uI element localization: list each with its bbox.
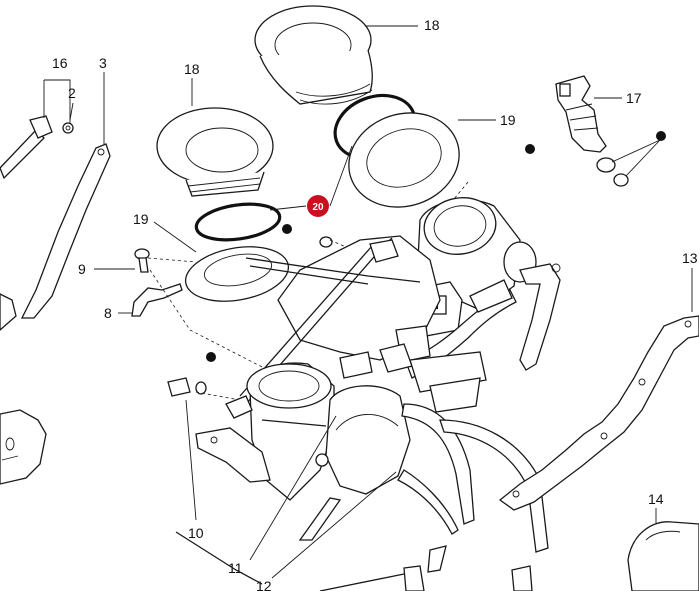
- label-16: 16: [52, 55, 68, 71]
- label-12: 12: [256, 578, 272, 591]
- leader-20-lower: [269, 205, 307, 211]
- part-14-cover: [627, 521, 699, 591]
- leader-10: [185, 399, 197, 521]
- label-19-lower: 19: [133, 211, 149, 227]
- label-3: 3: [99, 55, 107, 71]
- label-14: 14: [648, 491, 664, 507]
- bullet-mark: [282, 224, 292, 234]
- air-funnel-left: [156, 107, 274, 197]
- leader-19-lower: [153, 221, 197, 253]
- label-19-upper: 19: [500, 112, 516, 128]
- screw-9: [134, 248, 150, 273]
- leader-20-upper: [329, 145, 353, 207]
- clip-8: [131, 283, 183, 317]
- label-9: 9: [78, 261, 86, 277]
- o-ring-lower: [194, 202, 282, 242]
- mount-edge: [175, 531, 263, 585]
- bullet-mark: [206, 352, 216, 362]
- left-edge-part: [0, 409, 47, 485]
- label-20[interactable]: 20: [312, 202, 324, 213]
- label-11: 11: [228, 560, 243, 576]
- linkage-rod-assembly: [0, 115, 111, 331]
- bullet-mark: [525, 144, 535, 154]
- ref-line: [195, 391, 241, 401]
- ref-line: [147, 257, 197, 263]
- label-18-upper: 18: [424, 17, 440, 33]
- frame-bracket-13: [498, 315, 699, 511]
- label-8: 8: [104, 305, 112, 321]
- ref-line: [149, 269, 269, 371]
- bullet-mark: [656, 131, 666, 141]
- leader-12: [271, 471, 397, 579]
- leader-16: [43, 79, 71, 123]
- seal-lower: [184, 246, 290, 302]
- label-18-lower: 18: [184, 61, 200, 77]
- label-2: 2: [68, 85, 76, 101]
- small-o-ring: [319, 236, 333, 248]
- highlight-badge[interactable]: [307, 195, 329, 217]
- throttle-body-assembly: [195, 197, 561, 591]
- label-10: 10: [188, 525, 204, 541]
- fuel-injector: [555, 75, 629, 187]
- label-13: 13: [682, 250, 698, 266]
- air-funnel-upper: [254, 5, 373, 105]
- seal-upper: [348, 112, 460, 208]
- label-17: 17: [626, 90, 642, 106]
- nozzle-10: [167, 377, 207, 397]
- leader-2: [69, 102, 74, 121]
- leader-11: [249, 415, 337, 561]
- leader-17-rings: [611, 139, 661, 177]
